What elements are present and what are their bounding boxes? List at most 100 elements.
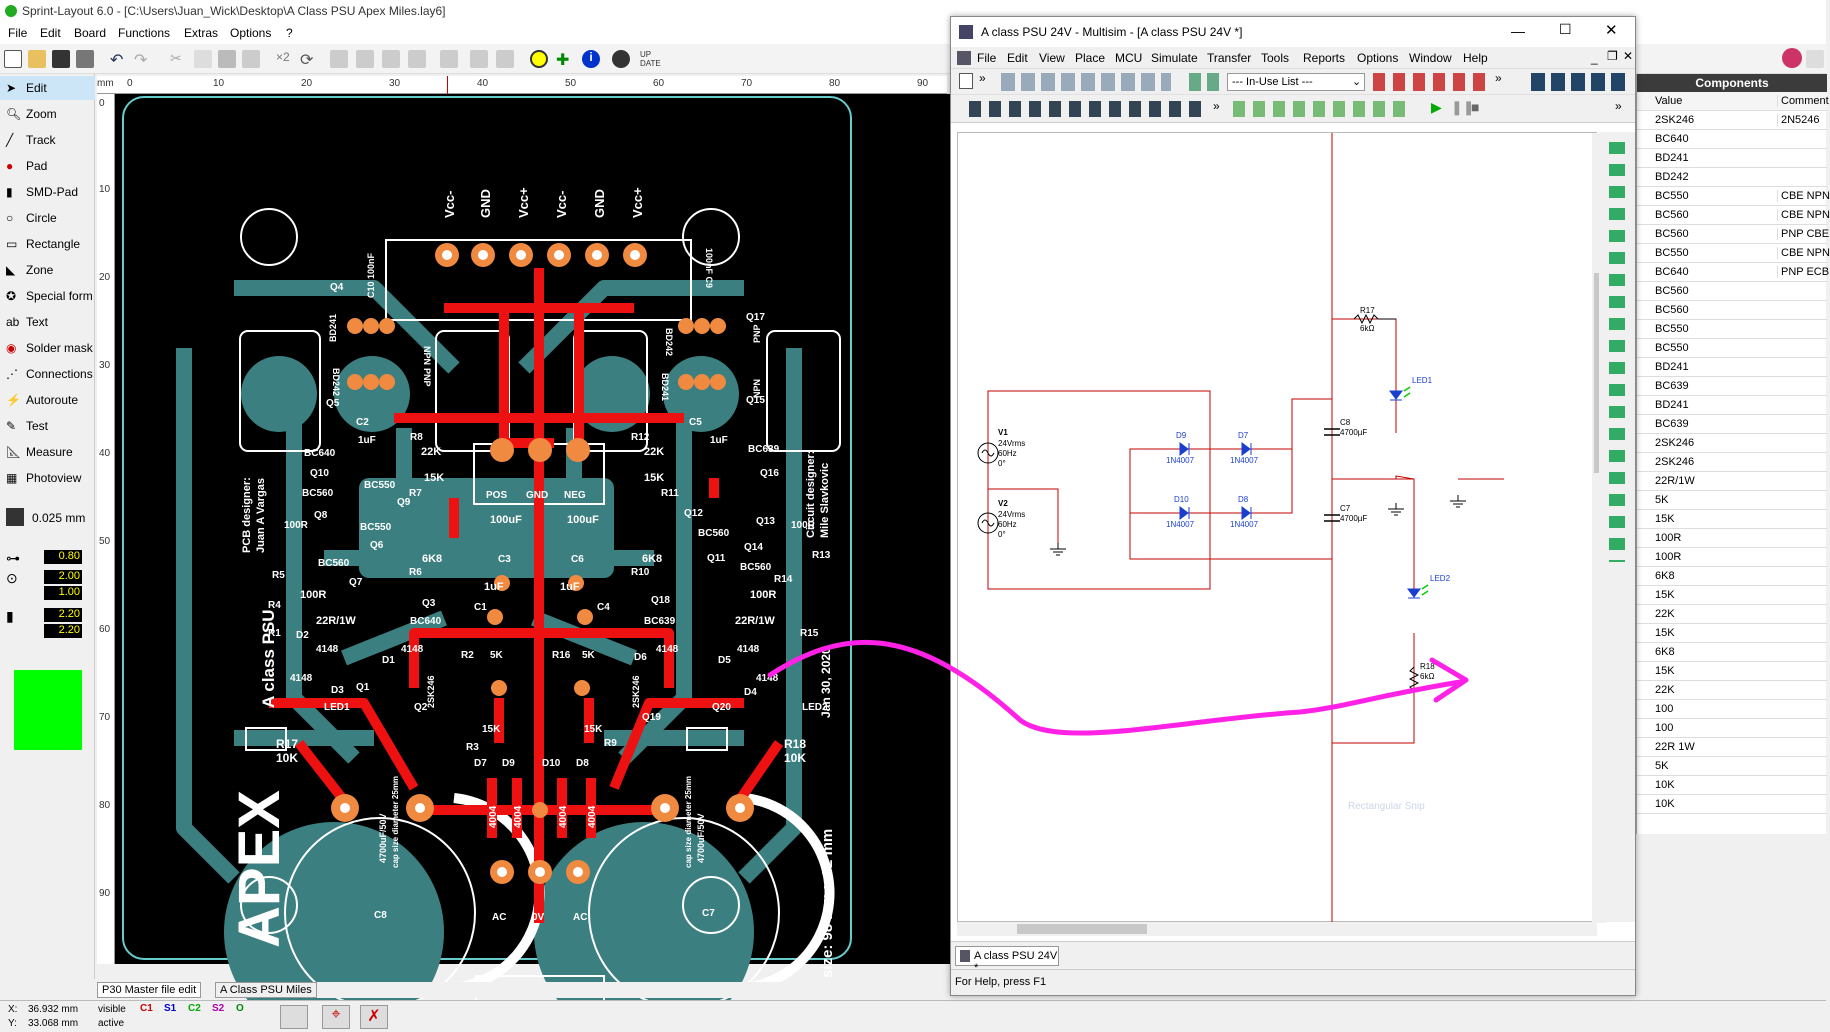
horizontal-scrollbar[interactable] xyxy=(957,922,1597,936)
ms-menu-options[interactable]: Options xyxy=(1357,51,1399,65)
child-restore-icon[interactable]: ❐ xyxy=(1607,49,1618,63)
hand2-icon[interactable] xyxy=(496,50,514,68)
menu-functions[interactable]: Functions xyxy=(118,26,171,40)
component-row[interactable]: 6K8 xyxy=(1637,567,1827,586)
zoom-tools-icons[interactable] xyxy=(1531,73,1631,91)
menu-extras[interactable]: Extras xyxy=(184,26,219,40)
component-row[interactable]: 22R/1W xyxy=(1637,472,1827,491)
col-value-header[interactable]: Value xyxy=(1655,95,1683,107)
ms-menu-mcu[interactable]: MCU xyxy=(1115,51,1143,65)
component-row[interactable]: 15K xyxy=(1637,586,1827,605)
duplicate-icon[interactable]: ×2 xyxy=(276,50,290,64)
component-row[interactable]: BC560 xyxy=(1637,301,1827,320)
menu-file[interactable]: File xyxy=(8,26,28,40)
component-row[interactable]: 5K xyxy=(1637,757,1827,776)
tool-edit[interactable]: ➤Edit xyxy=(0,76,95,100)
zoom-search-icon[interactable] xyxy=(530,50,548,68)
ms-menu-transfer[interactable]: Transfer xyxy=(1207,51,1252,65)
menu-board[interactable]: Board xyxy=(74,26,107,40)
component-row[interactable]: BC640 xyxy=(1637,130,1827,149)
col-comment-header[interactable]: Comment xyxy=(1777,95,1829,107)
tab-a-class-psu-24v[interactable]: A class PSU 24V * xyxy=(955,946,1059,974)
layer-c2[interactable]: C2 xyxy=(188,1003,201,1014)
tool-zoom[interactable]: 🔍︎Zoom xyxy=(0,102,95,126)
component-row[interactable]: 10K xyxy=(1637,776,1827,795)
tool-smd-pad[interactable]: ▮SMD-Pad xyxy=(0,180,95,204)
tool-pad[interactable]: ●Pad xyxy=(0,154,95,178)
ms-menu-help[interactable]: Help xyxy=(1463,51,1488,65)
power-icon[interactable] xyxy=(1782,48,1802,68)
toolbar-more-icon[interactable]: » xyxy=(979,71,986,85)
pad-inner-field[interactable]: 1.00 xyxy=(44,586,82,600)
component-row[interactable]: BD241 xyxy=(1637,358,1827,377)
component-row[interactable]: 2SK246 xyxy=(1637,453,1827,472)
print-icon[interactable] xyxy=(76,50,94,68)
child-minimize-icon[interactable]: _ xyxy=(1591,51,1598,65)
component-row[interactable]: 6K8 xyxy=(1637,643,1827,662)
ms-menu-simulate[interactable]: Simulate xyxy=(1151,51,1198,65)
component-row[interactable]: BD242 xyxy=(1637,168,1827,187)
ms-menu-reports[interactable]: Reports xyxy=(1303,51,1346,65)
minimize-icon[interactable]: — xyxy=(1511,23,1525,39)
component-toolbar-icons[interactable] xyxy=(969,101,1209,117)
component-row[interactable]: 22R 1W xyxy=(1637,738,1827,757)
tool-track[interactable]: ╱Track xyxy=(0,128,95,152)
toolbar-more-icon-3[interactable]: » xyxy=(1213,99,1220,113)
crosshair-icon[interactable]: ⌖ xyxy=(322,1005,350,1029)
plug-icon[interactable] xyxy=(280,1005,308,1029)
component-row[interactable]: 5K xyxy=(1637,491,1827,510)
mirror-icon[interactable] xyxy=(330,50,348,68)
analysis-tools-icons[interactable] xyxy=(1373,73,1493,91)
ms-menu-window[interactable]: Window xyxy=(1409,51,1452,65)
ms-menu-edit[interactable]: Edit xyxy=(1007,51,1028,65)
grid-icon[interactable] xyxy=(6,508,24,526)
component-row[interactable]: 22K xyxy=(1637,681,1827,700)
component-row[interactable]: 100 xyxy=(1637,700,1827,719)
connection-icon[interactable]: ✚ xyxy=(556,52,570,69)
close-icon[interactable]: ✕ xyxy=(1605,22,1618,39)
cut-icon[interactable]: ✂ xyxy=(170,50,182,66)
tab-p30-master[interactable]: P30 Master file edit xyxy=(97,982,202,998)
undo-icon[interactable]: ↶ xyxy=(110,52,124,69)
component-row[interactable]: 10K xyxy=(1637,795,1827,814)
hand-icon[interactable] xyxy=(470,50,488,68)
pause-icon[interactable]: ❚❚ xyxy=(1451,99,1475,115)
paste-icon[interactable] xyxy=(218,50,236,68)
layer-icon[interactable] xyxy=(440,50,458,68)
update-icon[interactable]: UP DATE xyxy=(640,50,661,68)
instrument-icons[interactable] xyxy=(1233,101,1413,117)
ms-menu-place[interactable]: Place xyxy=(1075,51,1106,65)
component-row[interactable]: 100R xyxy=(1637,529,1827,548)
stop-icon[interactable]: ■ xyxy=(1471,99,1480,115)
tool-circle[interactable]: ○Circle xyxy=(0,206,95,230)
menu-help[interactable]: ? xyxy=(286,26,293,40)
copy-icon[interactable] xyxy=(194,50,212,68)
tool-special-form[interactable]: ✪Special form xyxy=(0,284,95,308)
layer-s2[interactable]: S2 xyxy=(212,1003,225,1014)
in-use-list-select[interactable]: --- In-Use List --- ⌄ xyxy=(1227,73,1365,91)
component-row[interactable]: 100 xyxy=(1637,719,1827,738)
open-folder-icon[interactable] xyxy=(28,50,46,68)
info-icon[interactable]: i xyxy=(582,50,600,68)
new-file-icon[interactable] xyxy=(4,50,22,68)
component-row[interactable]: 15K xyxy=(1637,510,1827,529)
delete-icon[interactable] xyxy=(242,50,260,68)
component-row[interactable]: BC550 xyxy=(1637,339,1827,358)
component-row[interactable]: BC639 xyxy=(1637,415,1827,434)
component-row[interactable]: 15K xyxy=(1637,624,1827,643)
ms-menu-tools[interactable]: Tools xyxy=(1261,51,1290,65)
tool-rectangle[interactable]: ▭Rectangle xyxy=(0,232,95,256)
view-tools-icons[interactable] xyxy=(1001,73,1171,91)
pcb-board[interactable]: Vcc- GND Vcc+ Vcc- GND Vcc+ PCB designer… xyxy=(122,96,852,1032)
menu-edit[interactable]: Edit xyxy=(40,26,61,40)
toolbar-more-icon-4[interactable]: » xyxy=(1615,99,1622,113)
save-icon[interactable] xyxy=(52,50,70,68)
smd-height-field[interactable]: 2.20 xyxy=(44,624,82,638)
menu-options[interactable]: Options xyxy=(230,26,272,40)
ms-menu-file[interactable]: File xyxy=(977,51,997,65)
